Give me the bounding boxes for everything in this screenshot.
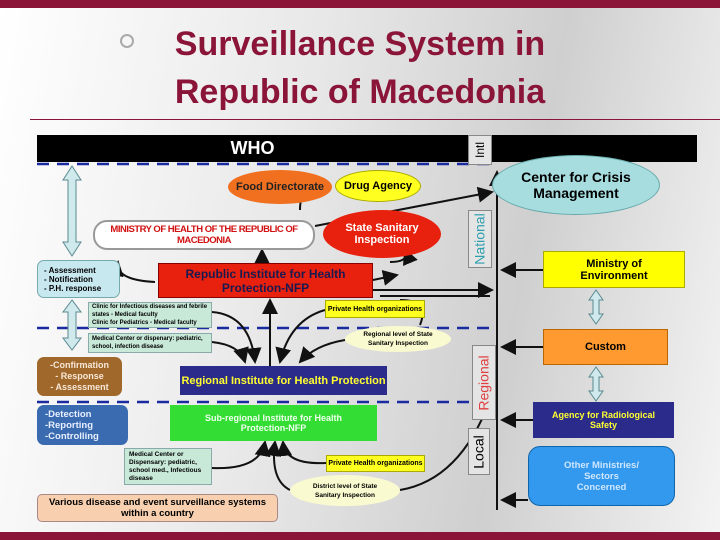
custom: Custom [543,329,668,365]
title-line-1: Surveillance System in [174,25,546,63]
republic-institute: Republic Institute for Health Protection… [158,263,373,298]
title-divider [30,119,720,120]
medical-center-2: Medical Center or Dispensary: pediatric,… [124,448,212,485]
district-ssi: District level of State Sanitary Inspect… [290,475,400,506]
assessment-box: - Assessment - Notification - P.H. respo… [37,260,120,298]
decor-circle [120,34,134,48]
double-arrow [62,165,82,257]
regional-ssi: Regional level of State Sanitary Inspect… [345,326,451,352]
center-for-crisis-management: Center for Crisis Management [492,155,660,215]
level-label-intl: Intl [468,135,492,165]
food-directorate: Food Directorate [228,170,332,204]
private-health-orgs-1: Private Health organizations [325,300,425,318]
bottom-bar [0,532,720,540]
ministry-of-health: MINISTRY OF HEALTH OF THE REPUBLIC OF MA… [93,220,315,250]
ministry-of-environment: Ministry of Environment [543,251,685,288]
level-label-local: Local [468,428,490,475]
regional-institute: Regional Institute for Health Protection [180,366,387,395]
level-label-regional: Regional [472,345,496,420]
medical-center-1: Medical Center or dispenary: pediatric, … [88,333,212,353]
detection-box: -Detection -Reporting -Controlling [37,405,128,445]
who-bar: WHO [37,135,468,162]
confirmation-box: -Confirmation - Response - Assessment [37,357,122,396]
private-health-orgs-2: Private Health organizations [326,455,425,472]
various-systems-note: Various disease and event surveillance s… [37,494,278,522]
double-arrow [588,289,604,325]
subregional-institute: Sub-regional Institute for Health Protec… [170,405,377,441]
top-bar [0,0,720,8]
state-sanitary-inspection: State Sanitary Inspection [323,210,441,258]
double-arrow [62,299,82,351]
drug-agency: Drug Agency [335,170,421,202]
title-line-2: Republic of Macedonia [174,73,546,111]
other-ministries: Other Ministries/ Sectors Concerned [528,446,675,506]
clinic-box: Clinic for Infectious diseases and febri… [88,302,212,328]
double-arrow [588,366,604,402]
level-label-national: National [468,210,492,268]
agency-radiological-safety: Agency for Radiological Safety [533,402,674,438]
